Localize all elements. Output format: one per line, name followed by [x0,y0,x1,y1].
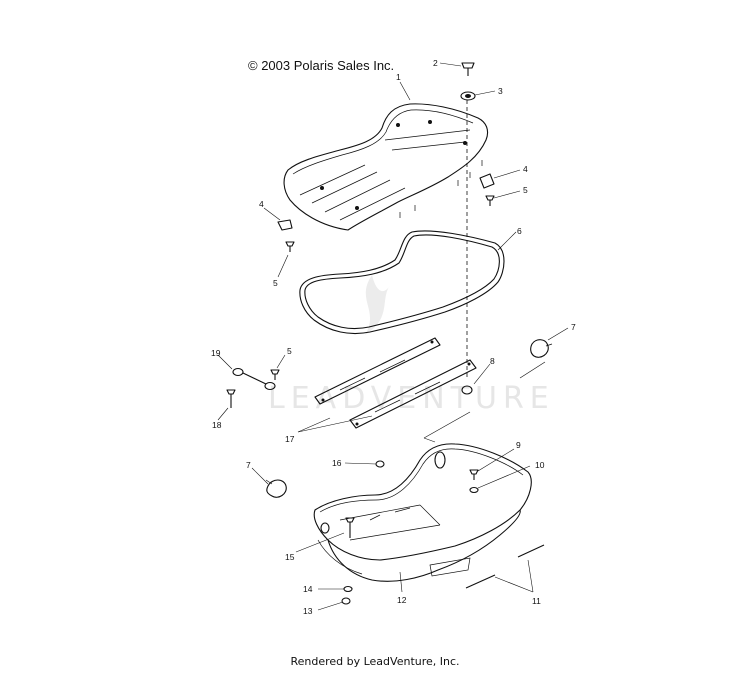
washer-part-10 [469,486,479,494]
bolt-part-9 [469,469,479,480]
callout-16: 16 [332,458,342,468]
callout-5b: 5 [273,278,278,288]
callout-19: 19 [211,348,221,358]
rendered-by-text: Rendered by LeadVenture, Inc. [290,655,460,668]
callout-6: 6 [517,226,522,236]
callout-3: 3 [498,86,503,96]
watermark: LEADVENTURE [268,275,555,416]
callout-4b: 4 [259,199,264,209]
callout-14: 14 [303,584,313,594]
bolt-part-18 [226,389,236,408]
callout-5c: 5 [287,346,292,356]
leader-lines [217,62,569,611]
callout-10: 10 [535,460,545,470]
bracket-part-4-right [479,173,495,189]
watermark-text: LEADVENTURE [268,381,555,416]
bolt-part-5-right [485,195,495,206]
callout-17: 17 [285,434,295,444]
bolt-part-15 [345,517,355,538]
grommet-part-16 [375,460,385,468]
callout-labels: 1 2 3 4 4 5 5 5 6 7 7 8 9 10 11 12 13 14… [211,58,576,616]
callout-9: 9 [516,440,521,450]
screw-part-2 [461,62,475,76]
copyright-text: © 2003 Polaris Sales Inc. [248,58,395,73]
callout-18: 18 [212,420,222,430]
storage-tray [313,443,532,582]
rods-part-11 [465,544,545,589]
nut-part-8 [461,385,473,395]
callout-15: 15 [285,552,295,562]
callout-2: 2 [433,58,438,68]
rack-top [283,103,489,231]
callout-12: 12 [397,595,407,605]
callout-4a: 4 [523,164,528,174]
callout-7b: 7 [246,460,251,470]
callout-13: 13 [303,606,313,616]
callout-11: 11 [532,596,541,606]
seal-gasket [299,230,505,335]
nut-part-13 [341,597,351,605]
mounting-plates [314,337,477,429]
callout-7a: 7 [571,322,576,332]
tether-part-19 [232,367,276,391]
bracket-part-4-left [277,219,293,231]
clip-part-3 [460,91,476,101]
callout-5a: 5 [523,185,528,195]
latch-part-7-right [530,339,553,358]
bolt-part-5-left [285,241,295,252]
bolt-part-5-center [270,369,280,380]
washer-part-14 [343,585,353,593]
callout-8: 8 [490,356,495,366]
callout-1: 1 [396,72,401,82]
latch-part-7-left [265,479,287,498]
